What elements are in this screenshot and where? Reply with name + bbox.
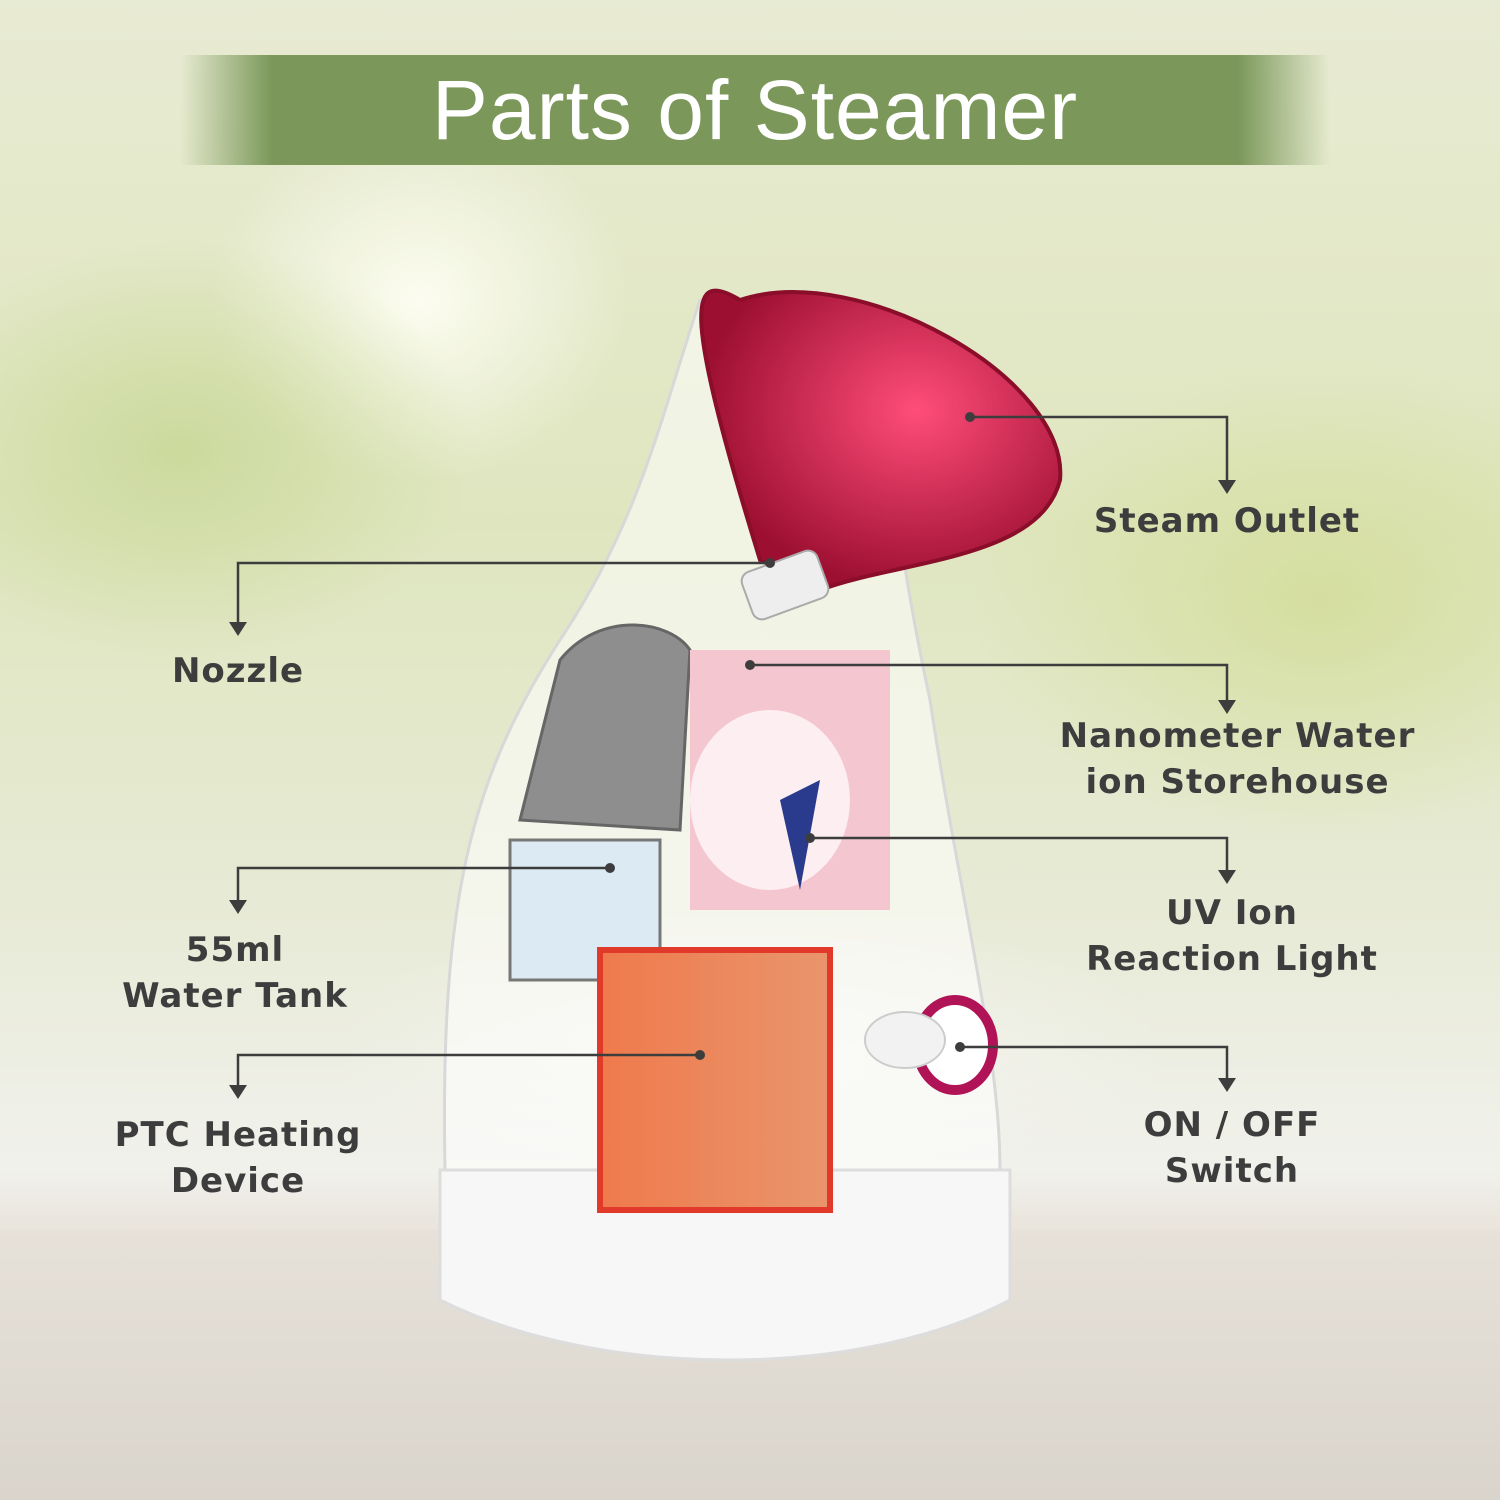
ptc-heater [597,947,833,1213]
uv-light [780,780,820,890]
nozzle [740,549,830,621]
label-on-off-switch: ON / OFF Switch [1143,1105,1321,1191]
label-nozzle: Nozzle [171,651,305,691]
base [438,1168,1012,1362]
label-water-tank: 55ml Water Tank [122,930,348,1016]
label-ptc-heating-device: PTC Heating Device [114,1115,362,1201]
water-tank [508,838,662,982]
page-title: Parts of Steamer [431,62,1079,157]
steam-outlet-funnel [699,288,1063,593]
tank-cap [518,623,692,832]
label-steam-outlet: Steam Outlet [1093,501,1361,541]
label-nanometer-storehouse: Nanometer Water ion Storehouse [1059,716,1416,802]
title-banner: Parts of Steamer [180,55,1330,165]
label-uv-reaction-light: UV Ion Reaction Light [1086,893,1378,979]
